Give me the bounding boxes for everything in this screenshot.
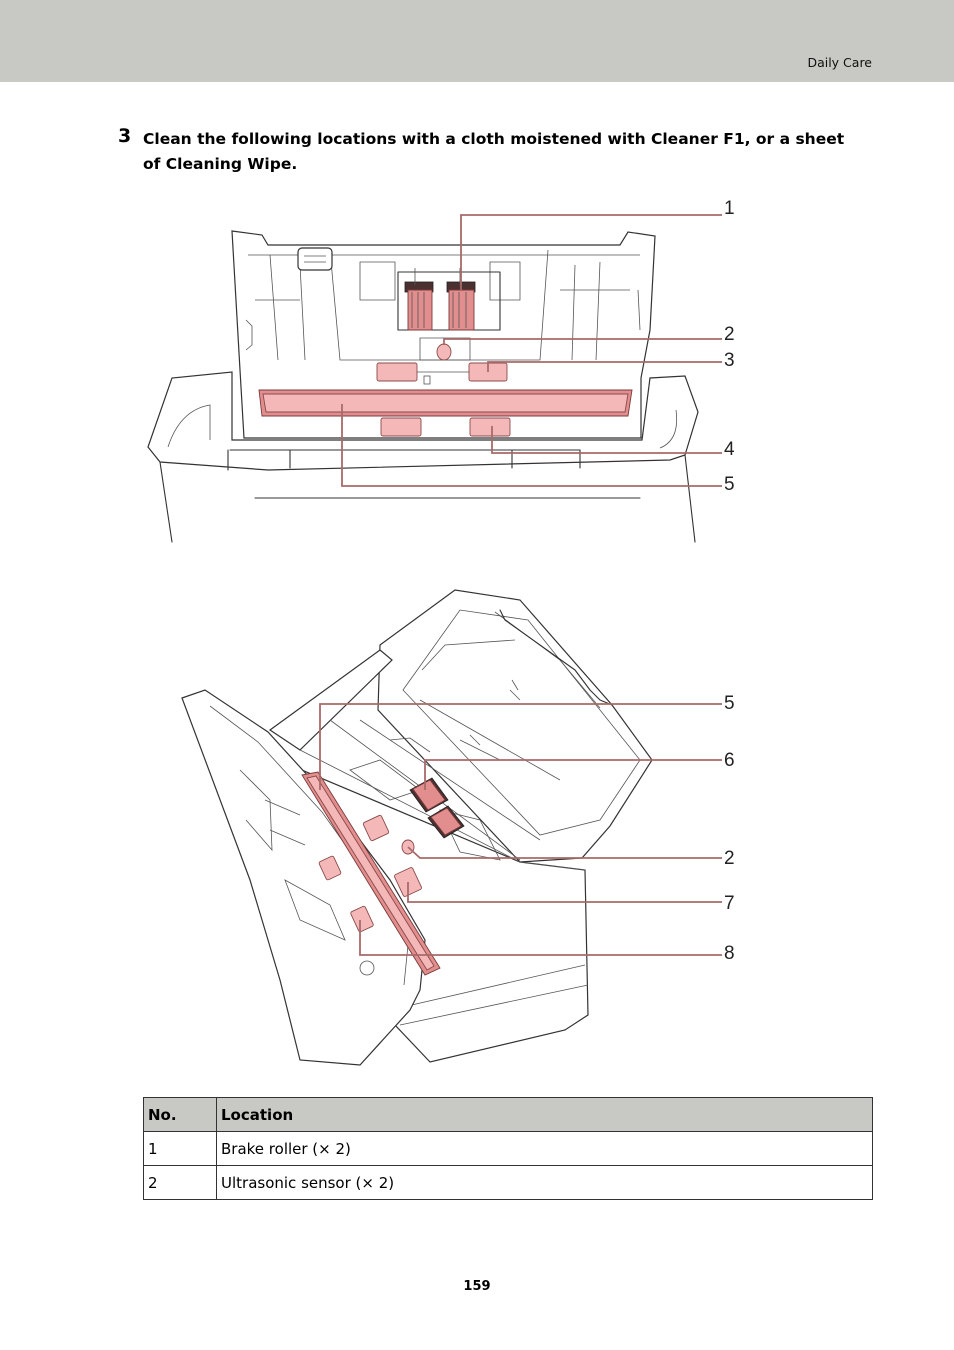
callout-2-angle: 2	[724, 848, 735, 869]
callout-2: 2	[724, 324, 735, 345]
page-number: 159	[463, 1279, 491, 1294]
callout-5: 5	[724, 474, 735, 495]
cell-location: Brake roller (× 2)	[216, 1131, 873, 1166]
step-number: 3	[118, 125, 132, 147]
table-row: 1 Brake roller (× 2)	[143, 1131, 873, 1166]
scanner-front-illustration: 1 2 3 4 5	[147, 198, 735, 543]
callout-8: 8	[724, 943, 735, 964]
cell-no: 1	[143, 1131, 217, 1166]
section-title: Daily Care	[807, 55, 872, 70]
callout-3: 3	[724, 350, 735, 371]
location-table: No. Location 1 Brake roller (× 2) 2 Ultr…	[143, 1097, 873, 1200]
scanner-angle-illustration: 5 6 2 7 8	[181, 589, 735, 1066]
callout-5-angle: 5	[724, 693, 735, 714]
header-no: No.	[143, 1097, 217, 1132]
callout-6: 6	[724, 750, 735, 771]
callout-1: 1	[724, 198, 735, 219]
table-row: 2 Ultrasonic sensor (× 2)	[143, 1165, 873, 1200]
callout-7: 7	[724, 893, 735, 914]
callout-4: 4	[724, 439, 735, 460]
cell-location: Ultrasonic sensor (× 2)	[216, 1165, 873, 1200]
step-instruction: Clean the following locations with a clo…	[143, 130, 845, 173]
header-bar	[0, 0, 954, 82]
header-location: Location	[216, 1097, 873, 1132]
table-header-row: No. Location	[143, 1097, 873, 1132]
cell-no: 2	[143, 1165, 217, 1200]
